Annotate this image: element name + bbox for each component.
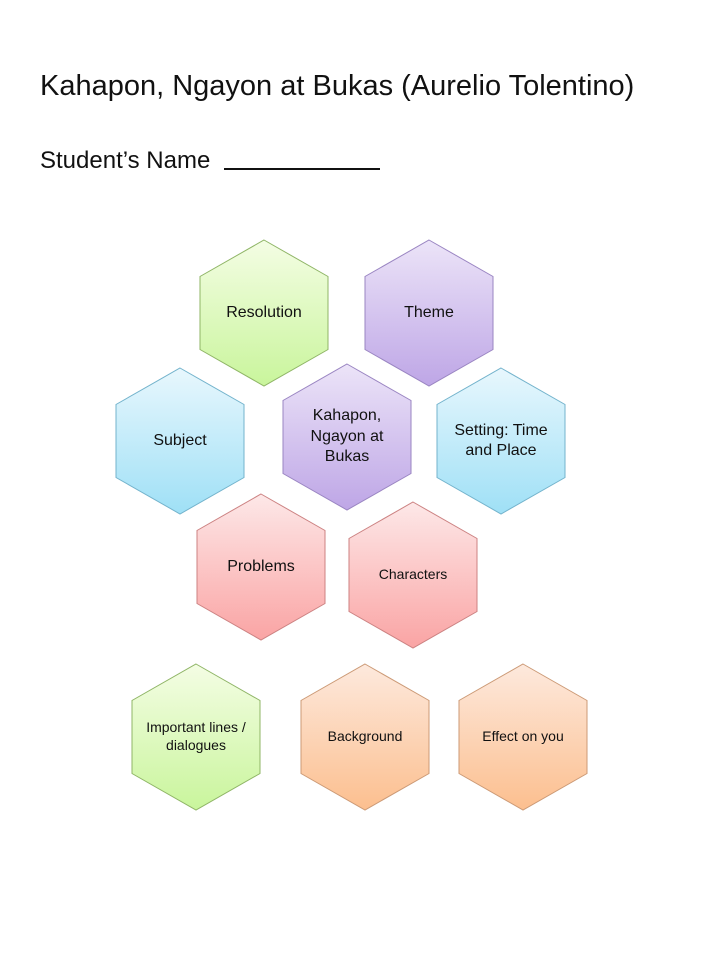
hexagon-label: Problems [227, 557, 295, 575]
student-name-label: Student’s Name [40, 147, 211, 174]
hexagon-shape [131, 663, 261, 811]
hexagon-label: Background [327, 728, 403, 745]
hexagon-effect: Effect on you [458, 663, 588, 811]
student-name-line: Student’s Name [40, 147, 381, 175]
hexagon-shape [458, 663, 588, 811]
hexagon-background: Background [300, 663, 430, 811]
hexagon-problems: Problems [196, 493, 326, 641]
hexagon-shape [364, 239, 494, 387]
hexagon-center-title: Kahapon, Ngayon at Bukas [282, 363, 412, 511]
hexagon-shape [300, 663, 430, 811]
hexagon-setting: Setting: Time and Place [436, 367, 566, 515]
page-title: Kahapon, Ngayon at Bukas (Aurelio Tolent… [40, 70, 635, 102]
hexagon-label: Effect on you [482, 728, 564, 745]
hexagon-important-lines: Important lines / dialogues [131, 663, 261, 811]
hexagon-label: Characters [378, 566, 448, 583]
hexagon-label: Subject [153, 431, 207, 449]
hexagon-theme: Theme [364, 239, 494, 387]
hexagon-label: Important lines / dialogues [146, 719, 246, 753]
hexagon-shape [199, 239, 329, 387]
hexagon-shape [436, 367, 566, 515]
hexagon-label: Resolution [226, 303, 302, 321]
hexagon-label: Kahapon, Ngayon at Bukas [310, 407, 384, 466]
hexagon-label: Theme [404, 303, 454, 321]
hexagon-subject: Subject [115, 367, 245, 515]
hexagon-shape [115, 367, 245, 515]
hexagon-shape [282, 363, 412, 511]
student-name-blank[interactable] [224, 167, 381, 170]
hexagon-characters: Characters [348, 501, 478, 649]
hexagon-shape [348, 501, 478, 649]
hexagon-label: Setting: Time and Place [454, 421, 548, 459]
hexagon-shape [196, 493, 326, 641]
hexagon-resolution: Resolution [199, 239, 329, 387]
